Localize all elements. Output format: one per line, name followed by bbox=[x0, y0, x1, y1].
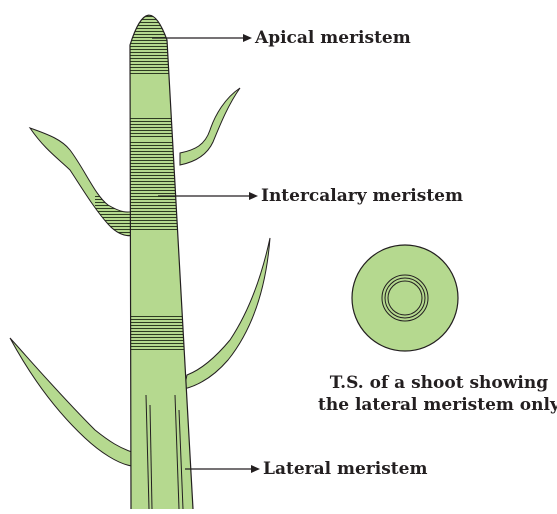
upper-left-branch bbox=[30, 128, 137, 240]
caption-line-2: the lateral meristem only bbox=[318, 394, 557, 416]
transverse-section-caption: T.S. of a shoot showing the lateral meri… bbox=[318, 372, 557, 416]
caption-line-1: T.S. of a shoot showing bbox=[318, 372, 557, 394]
apical-meristem-label: Apical meristem bbox=[255, 28, 411, 48]
middle-right-branch bbox=[184, 238, 270, 389]
main-stem bbox=[120, 0, 200, 509]
lateral-meristem-label: Lateral meristem bbox=[263, 459, 427, 479]
lower-meristem-band bbox=[120, 316, 200, 351]
intercalary-meristem-label: Intercalary meristem bbox=[261, 186, 463, 206]
upper-meristem-band bbox=[120, 118, 200, 138]
lower-left-branch bbox=[10, 338, 132, 466]
upper-right-branch bbox=[180, 88, 240, 165]
transverse-section bbox=[352, 245, 458, 351]
